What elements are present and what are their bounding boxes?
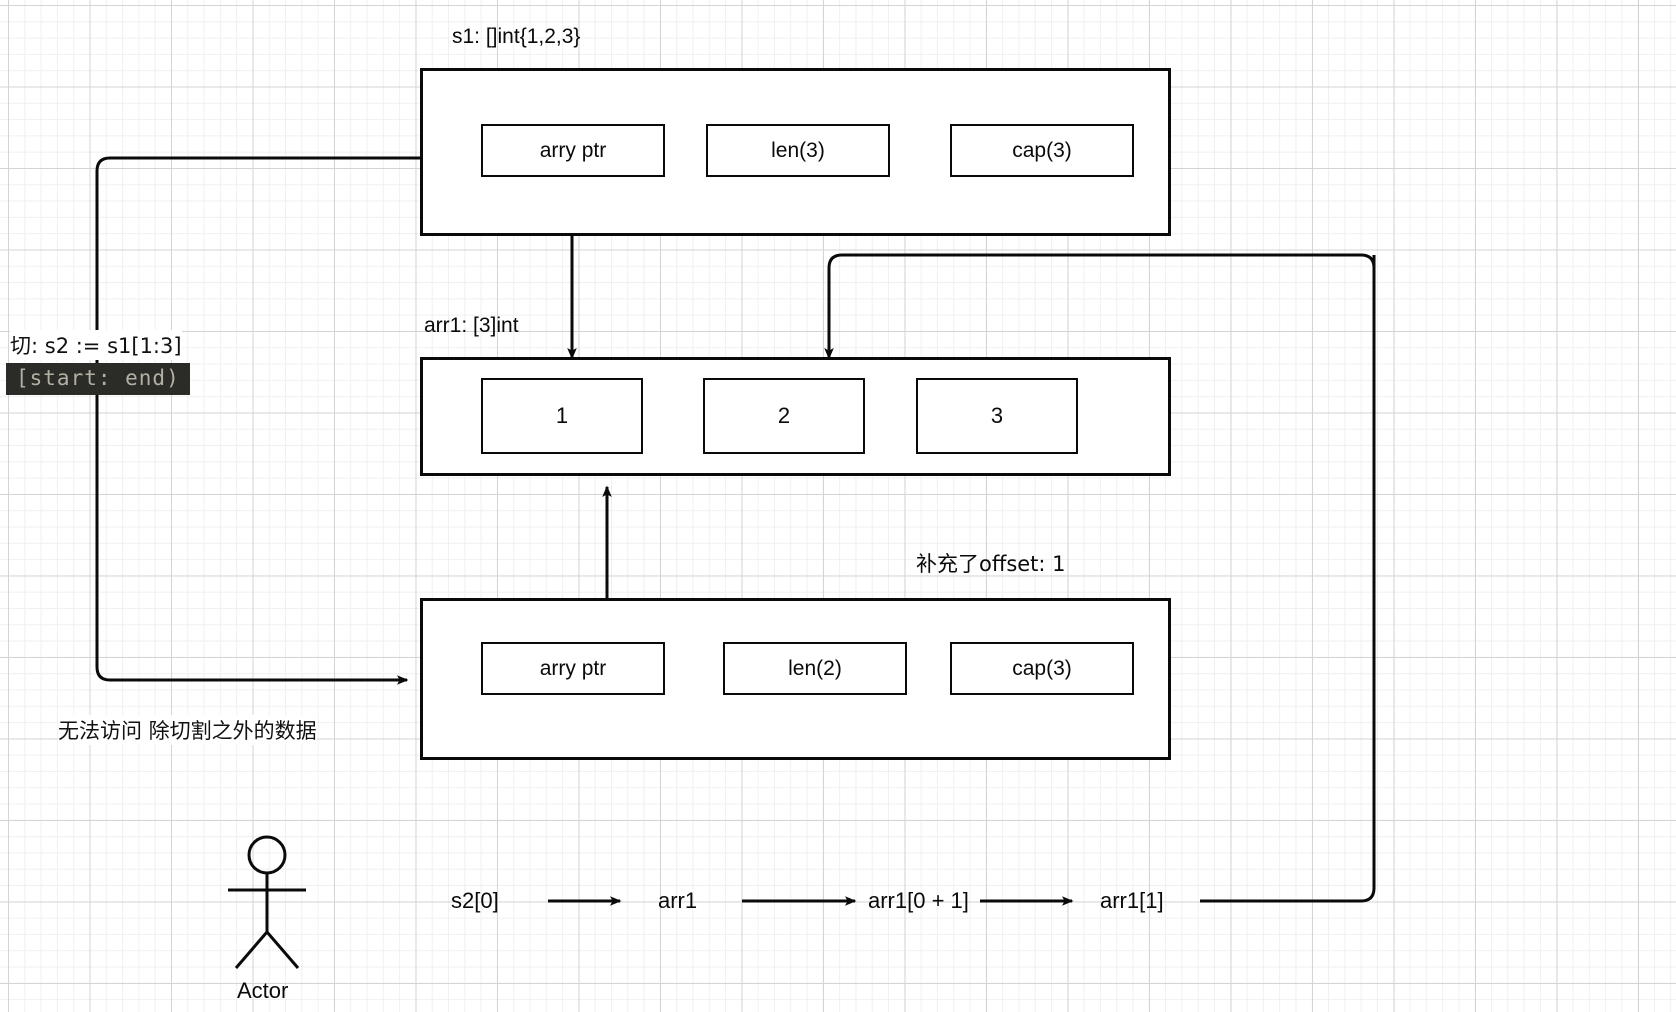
actor-label: Actor [237,978,289,1003]
s1-field-arry-ptr-label: arry ptr [539,138,607,162]
actor-figure [228,835,306,969]
arr1-caption: arr1: [3]int [424,314,519,337]
slice-note: 切: s2 := s1[1:3] [10,330,182,360]
actor-left-leg-line [234,931,269,969]
arr1-cell-0[interactable]: 1 [481,378,643,454]
offset-caption: 补充了offset: 1 [916,552,1066,576]
s1-caption: s1: []int{1,2,3} [452,25,581,48]
s2-field-len[interactable]: len(2) [723,642,907,695]
slice-range-code: [start: end) [6,363,190,395]
s1-field-arry-ptr[interactable]: arry ptr [481,124,665,177]
flow-step-2: arr1[0 + 1] [868,888,969,913]
s2-field-arry-ptr-label: arry ptr [539,656,607,680]
arr1-cell-2-label: 3 [990,403,1004,428]
flow-step-0: s2[0] [451,888,499,913]
s2-field-cap-label: cap(3) [1012,656,1072,680]
s2-field-cap[interactable]: cap(3) [950,642,1134,695]
connector-right-rail-to-arr1cell2 [824,253,1376,360]
flow-step-1: arr1 [658,888,698,913]
flow-step-3: arr1[1] [1100,888,1164,913]
connector-left-rail-s1-to-s2 [95,156,420,685]
s1-field-cap-label: cap(3) [1012,138,1072,162]
actor-right-leg-line [265,931,300,969]
s1-field-len[interactable]: len(3) [706,124,890,177]
arr1-cell-1[interactable]: 2 [703,378,865,454]
arr1-cell-0-label: 1 [555,403,569,428]
connector-right-rail-vertical [1200,255,1376,903]
arr1-cell-1-label: 2 [777,403,791,428]
s2-field-arry-ptr[interactable]: arry ptr [481,642,665,695]
s1-field-len-label: len(3) [771,138,825,162]
access-restriction-note: 无法访问 除切割之外的数据 [58,715,317,745]
s1-field-cap[interactable]: cap(3) [950,124,1134,177]
arr1-cell-2[interactable]: 3 [916,378,1078,454]
s2-field-len-label: len(2) [788,656,842,680]
actor-head-icon [247,835,287,875]
